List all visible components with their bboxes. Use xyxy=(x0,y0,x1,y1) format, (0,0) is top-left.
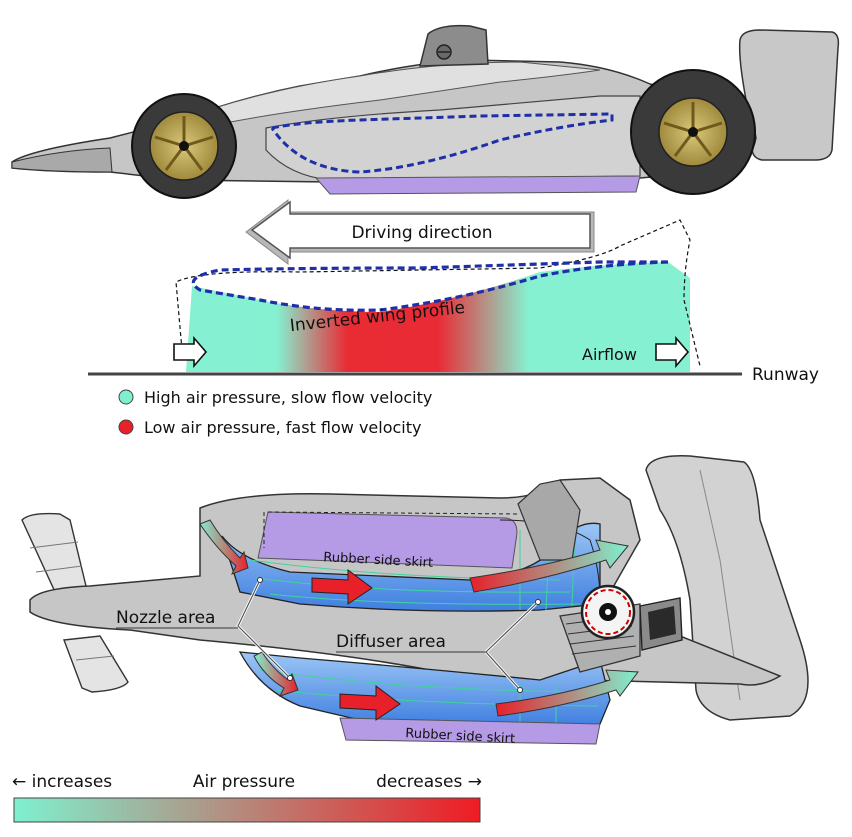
side-pod xyxy=(265,95,641,181)
wing-profile-section: Inverted wing profile Airflow Runway xyxy=(88,219,819,385)
airflow-label: Airflow xyxy=(582,345,637,364)
intake-arrow-bottom-icon xyxy=(253,651,299,697)
car-wing-profile-dash xyxy=(270,112,614,174)
runway-label: Runway xyxy=(752,365,819,385)
rubber-side-skirt-top-label: Rubber side skirt xyxy=(323,550,433,571)
car-side-view xyxy=(11,24,840,199)
pressure-scale: ← increases Air pressure decreases → xyxy=(12,772,482,823)
rubber-side-skirt-bottom-label: Rubber side skirt xyxy=(405,726,515,747)
flow-arrow-bottom-icon xyxy=(339,685,401,721)
car-nose xyxy=(11,147,113,173)
side-skirt-side-view xyxy=(314,175,641,195)
scale-decreases-label: decreases → xyxy=(376,772,482,792)
front-wing-upper xyxy=(21,512,87,595)
front-wing-lower xyxy=(63,635,129,693)
side-skirt-top xyxy=(257,511,518,569)
exit-arrow-bottom-icon xyxy=(495,669,639,717)
car-outline-dash xyxy=(175,219,701,367)
driving-direction-arrow: Driving direction xyxy=(245,198,595,266)
roll-hoop xyxy=(419,24,489,67)
brake-disc-icon xyxy=(580,584,636,640)
side-skirt-bottom xyxy=(339,717,601,745)
rear-wing-underside xyxy=(645,455,809,721)
car-underside-view: Rubber side skirt Rubber side skirt Nozz… xyxy=(21,455,809,747)
low-pressure-dot-icon xyxy=(118,419,134,435)
car-body-top xyxy=(179,61,601,125)
high-pressure-dot-icon xyxy=(118,389,134,405)
scale-increases-label: ← increases xyxy=(12,772,112,792)
intake-arrow-top-icon xyxy=(199,519,249,575)
pressure-gradient-bar xyxy=(13,797,481,823)
diffuser-area-label: Diffuser area xyxy=(336,632,446,652)
legend-high-pressure: High air pressure, slow flow velocity xyxy=(144,388,432,407)
inverted-wing-profile-dash xyxy=(191,260,669,312)
airflow-in-arrow-icon xyxy=(173,335,208,369)
pressure-legend: High air pressure, slow flow velocity Lo… xyxy=(118,388,432,437)
airflow-out-arrow-icon xyxy=(655,335,690,369)
front-wheel xyxy=(131,93,237,199)
exit-arrow-top-icon xyxy=(469,539,629,593)
nozzle-area-label: Nozzle area xyxy=(116,608,215,628)
rear-wheel xyxy=(630,69,756,195)
driving-direction-label: Driving direction xyxy=(351,223,492,243)
scale-air-pressure-label: Air pressure xyxy=(193,772,295,792)
legend-low-pressure: Low air pressure, fast flow velocity xyxy=(144,418,422,437)
flow-arrow-top-icon xyxy=(311,569,373,605)
pressure-field xyxy=(186,262,690,372)
